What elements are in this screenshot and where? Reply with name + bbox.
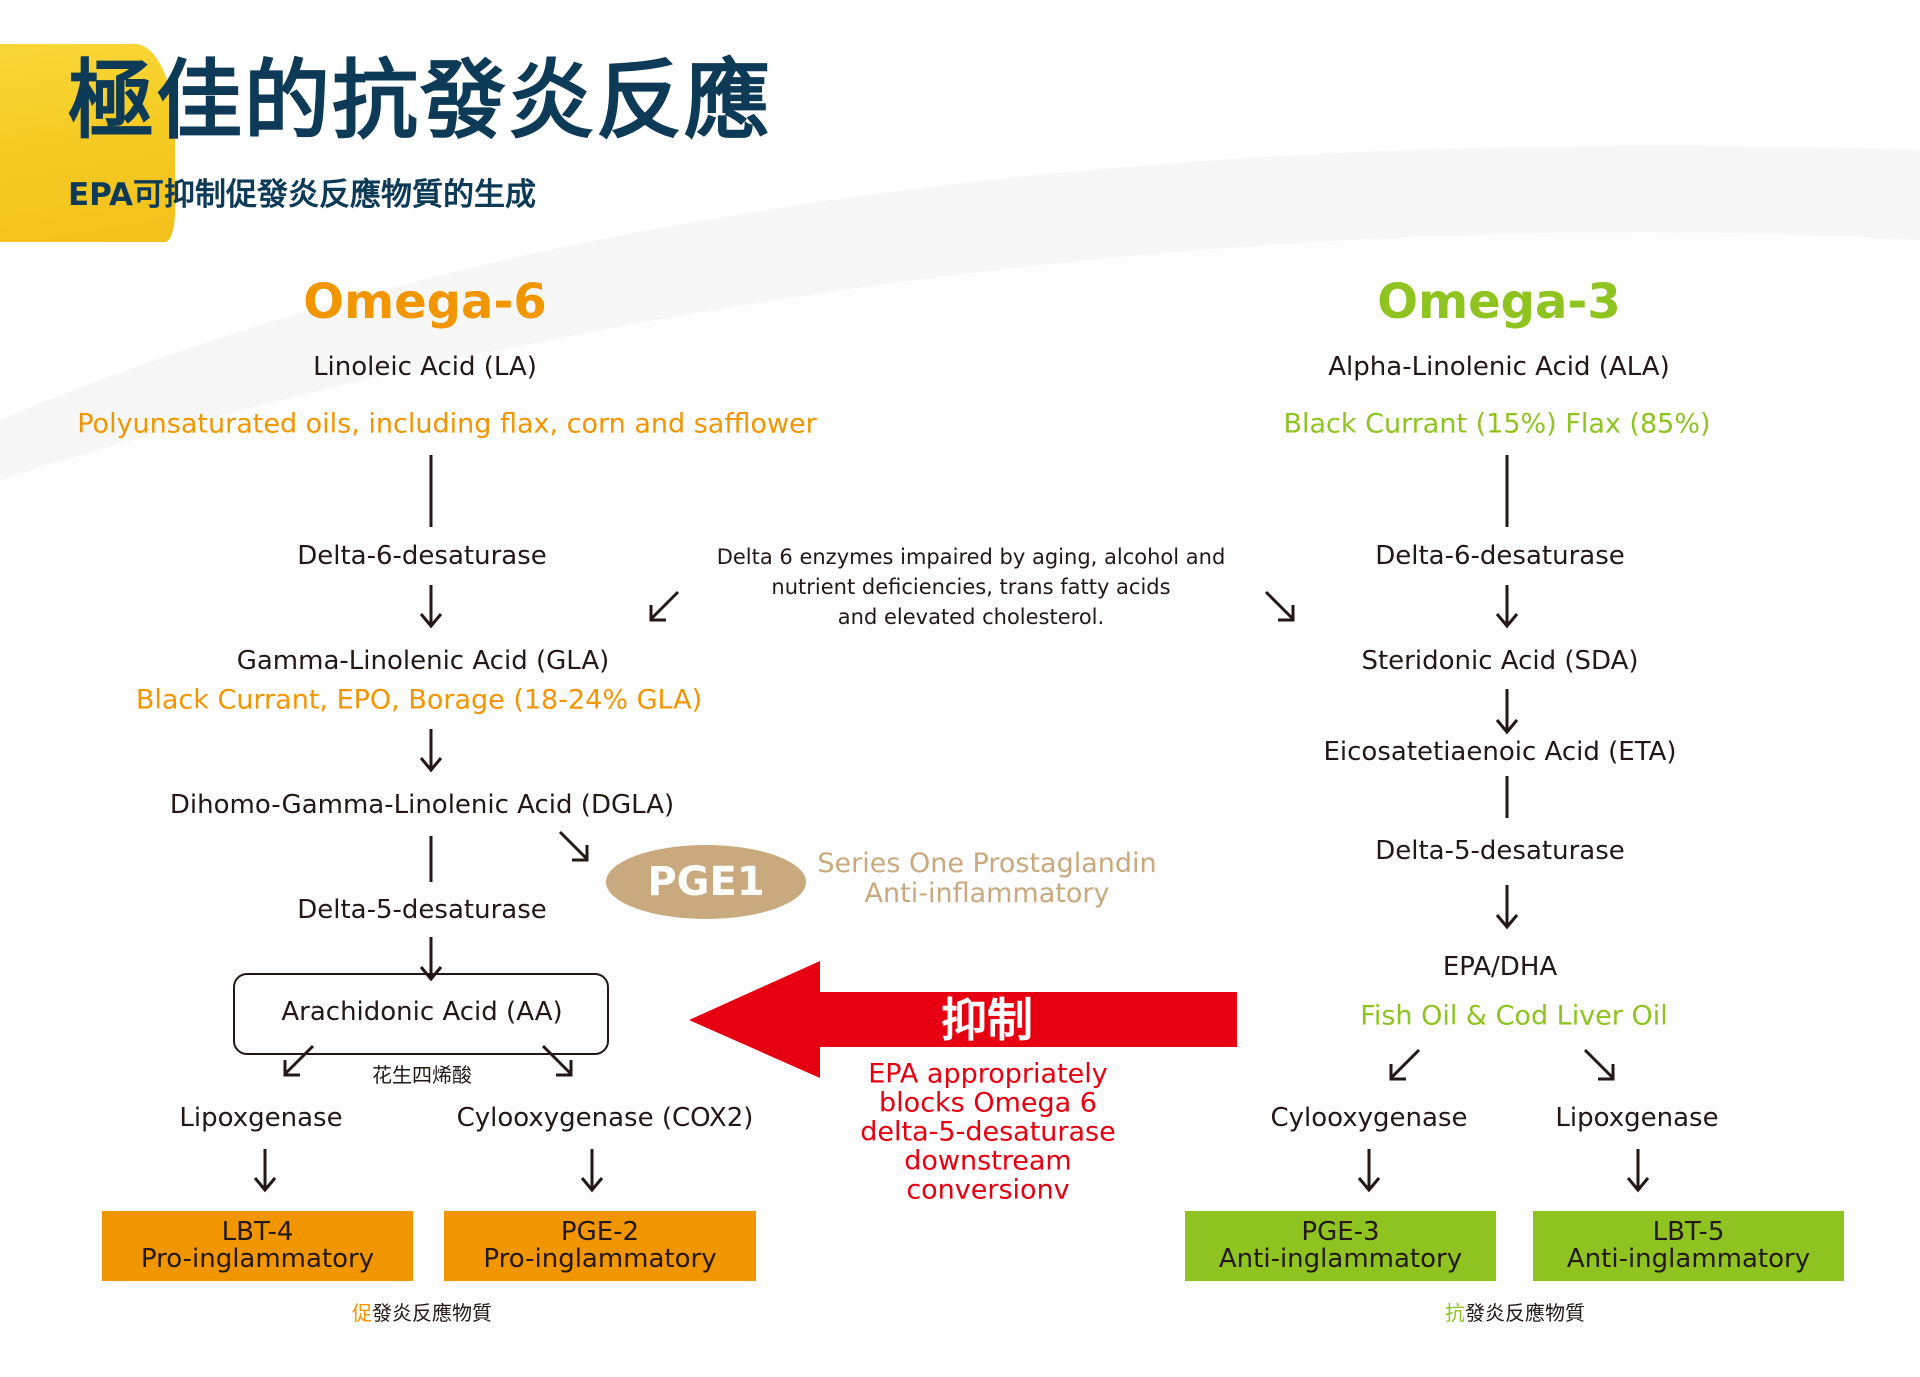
diagonal-arrow-icon [283, 1044, 315, 1077]
result-name: LBT-4 [221, 1217, 294, 1247]
result-box-pge3: PGE-3 Anti-inglammatory [1185, 1211, 1496, 1281]
footer-rest: 發炎反應物質 [1465, 1301, 1585, 1325]
result-box-lbt5: LBT-5 Anti-inglammatory [1533, 1211, 1844, 1281]
inhibit-line: blocks Omega 6 [879, 1087, 1097, 1119]
down-arrow-icon [1495, 885, 1519, 930]
footer-rest: 發炎反應物質 [372, 1301, 492, 1325]
pge1-ellipse: PGE1 [606, 845, 806, 919]
down-arrow-icon [1626, 1149, 1650, 1193]
result-effect: Pro-inglammatory [140, 1244, 375, 1274]
inhibit-label: 抑制 [941, 993, 1033, 1047]
omega6-footer-label: 促發炎反應物質 [352, 1303, 492, 1323]
note-line: Delta 6 enzymes impaired by aging, alcoh… [716, 545, 1226, 569]
omega3-epa-dha: EPA/DHA [1442, 952, 1558, 982]
down-arrow-icon [1357, 1149, 1381, 1193]
down-arrow-icon [1495, 585, 1519, 629]
result-name: PGE-3 [1301, 1217, 1380, 1247]
diagonal-arrow-icon [558, 830, 589, 862]
pge1-label: PGE1 [647, 859, 765, 905]
omega3-start-sources: Black Currant (15%) Flax (85%) [1283, 408, 1711, 440]
delta6-impairment-note: Delta 6 enzymes impaired by aging, alcoh… [717, 542, 1226, 632]
omega3-epa-sources: Fish Oil & Cod Liver Oil [1360, 1000, 1668, 1032]
omega3-delta6-enzyme: Delta-6-desaturase [1375, 541, 1625, 571]
note-line: and elevated cholesterol. [837, 605, 1105, 629]
result-name: PGE-2 [560, 1217, 640, 1247]
result-box-pge2: PGE-2 Pro-inglammatory [444, 1211, 756, 1281]
omega3-cylooxygenase: Cylooxygenase [1270, 1103, 1468, 1133]
footer-highlight: 抗 [1445, 1301, 1465, 1325]
diagonal-arrow-icon [1583, 1048, 1615, 1081]
down-arrow-icon [580, 1149, 604, 1193]
down-arrow-icon [419, 937, 443, 982]
omega6-cox2: Cylooxygenase (COX2) [456, 1103, 754, 1133]
pge1-desc-line: Series One Prostaglandin [817, 848, 1157, 879]
result-effect: Pro-inglammatory [483, 1244, 717, 1274]
pge1-desc-line: Anti-inflammatory [864, 878, 1110, 909]
note-line: nutrient deficiencies, trans fatty acids [771, 575, 1171, 599]
omega6-start-sources: Polyunsaturated oils, including flax, co… [77, 408, 817, 440]
omega6-gla: Gamma-Linolenic Acid (GLA) [236, 646, 610, 676]
result-name: LBT-5 [1652, 1217, 1725, 1247]
result-effect: Anti-inglammatory [1218, 1244, 1463, 1274]
inhibit-line: conversionv [906, 1174, 1070, 1206]
omega3-start-acid: Alpha-Linolenic Acid (ALA) [1328, 352, 1670, 382]
inhibit-line: EPA appropriately [868, 1058, 1108, 1090]
omega3-footer-label: 抗發炎反應物質 [1445, 1303, 1585, 1323]
down-arrow-icon [419, 729, 443, 773]
omega3-heading: Omega-3 [1377, 274, 1621, 330]
omega6-aa-chinese: 花生四烯酸 [372, 1063, 472, 1087]
diagonal-arrow-icon [541, 1044, 573, 1077]
omega3-sda: Steridonic Acid (SDA) [1361, 646, 1639, 676]
diagonal-arrow-icon [1264, 590, 1295, 622]
page-subtitle: EPA可抑制促發炎反應物質的生成 [68, 177, 537, 213]
omega6-gla-sources: Black Currant, EPO, Borage (18-24% GLA) [135, 684, 703, 716]
omega3-eta: Eicosatetiaenoic Acid (ETA) [1323, 737, 1677, 767]
yellow-brush-stroke [0, 44, 175, 242]
omega6-delta6-enzyme: Delta-6-desaturase [297, 541, 547, 571]
omega3-delta5-enzyme: Delta-5-desaturase [1375, 836, 1625, 866]
inhibit-description: EPA appropriately blocks Omega 6 delta-5… [860, 1060, 1115, 1205]
diagonal-arrow-icon [649, 590, 680, 622]
result-effect: Anti-inglammatory [1566, 1244, 1811, 1274]
arachidonic-acid-box [233, 973, 609, 1055]
down-arrow-icon [419, 585, 443, 629]
inhibit-line: delta-5-desaturase [860, 1116, 1116, 1148]
result-box-lbt4: LBT-4 Pro-inglammatory [102, 1211, 413, 1281]
down-arrow-icon [1495, 689, 1519, 735]
footer-highlight: 促 [352, 1301, 372, 1325]
omega6-aa: Arachidonic Acid (AA) [281, 997, 563, 1027]
omega6-start-acid: Linoleic Acid (LA) [313, 352, 537, 382]
omega6-heading: Omega-6 [303, 274, 547, 330]
diagonal-arrow-icon [1389, 1048, 1421, 1081]
omega6-delta5-enzyme: Delta-5-desaturase [297, 895, 547, 925]
omega6-dgla: Dihomo-Gamma-Linolenic Acid (DGLA) [169, 790, 675, 820]
omega6-lipoxgenase: Lipoxgenase [179, 1103, 343, 1133]
pge1-description: Series One Prostaglandin Anti-inflammato… [817, 849, 1156, 909]
page-title: 極佳的抗發炎反應 [68, 51, 772, 151]
inhibit-arrow-icon [689, 961, 1237, 1078]
down-arrow-icon [253, 1149, 277, 1193]
inhibit-line: downstream [904, 1145, 1072, 1177]
omega3-lipoxgenase: Lipoxgenase [1555, 1103, 1719, 1133]
